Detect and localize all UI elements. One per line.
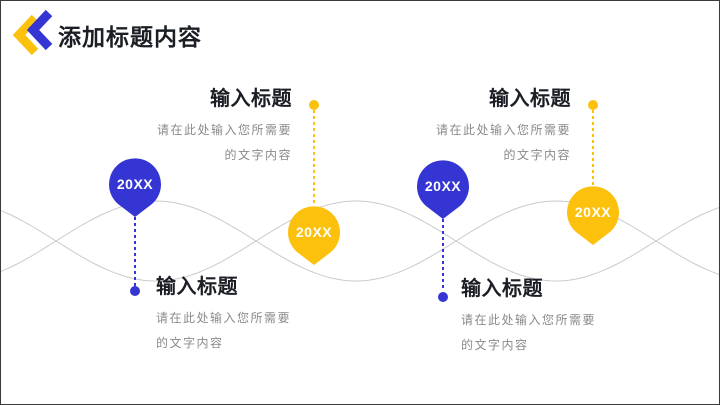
item3-dot [438, 292, 448, 302]
item2-text-block: 输入标题 请在此处输入您所需要 的文字内容 [157, 87, 292, 168]
item4-body-line2: 的文字内容 [503, 148, 571, 162]
item1-body-line2: 的文字内容 [156, 336, 224, 350]
item1-body-line1: 请在此处输入您所需要 [156, 311, 292, 325]
item3-body-line2: 的文字内容 [461, 338, 529, 352]
item3-year: 20XX [424, 178, 462, 194]
balloon-pin-icon [288, 206, 340, 265]
item4-year: 20XX [574, 204, 612, 220]
item2-dot [309, 100, 319, 110]
item4-connector-line [592, 110, 594, 186]
item2-year: 20XX [295, 224, 333, 240]
item2-timeline-pin: 20XX [286, 205, 342, 267]
item3-text-block: 输入标题 请在此处输入您所需要 的文字内容 [461, 277, 596, 358]
item1-dot [130, 286, 140, 296]
wave-a [1, 200, 719, 282]
item4-dot [588, 100, 598, 110]
item4-text-block: 输入标题 请在此处输入您所需要 的文字内容 [436, 87, 571, 168]
item1-heading: 输入标题 [156, 276, 238, 298]
balloon-pin-icon [567, 186, 619, 245]
item4-body-line1: 请在此处输入您所需要 [435, 123, 571, 137]
item3-body: 请在此处输入您所需要 的文字内容 [461, 308, 596, 358]
item2-body: 请在此处输入您所需要 的文字内容 [157, 118, 292, 168]
item2-body-line2: 的文字内容 [224, 148, 292, 162]
item2-connector-line [313, 110, 315, 206]
item3-body-line1: 请在此处输入您所需要 [461, 313, 597, 327]
balloon-pin-icon [417, 160, 469, 219]
item1-timeline-pin: 20XX [107, 157, 163, 219]
double-chevron-left-icon [13, 9, 53, 55]
balloon-pin-icon [109, 158, 161, 217]
page-title: 添加标题内容 [58, 24, 202, 50]
item2-body-line1: 请在此处输入您所需要 [156, 123, 292, 137]
item2-heading: 输入标题 [210, 88, 292, 110]
item1-connector-line [134, 217, 136, 287]
item1-text-block: 输入标题 请在此处输入您所需要 的文字内容 [156, 275, 291, 356]
item4-timeline-pin: 20XX [565, 185, 621, 247]
item1-year: 20XX [116, 176, 154, 192]
item4-heading: 输入标题 [489, 88, 571, 110]
item1-body: 请在此处输入您所需要 的文字内容 [156, 306, 291, 356]
item3-timeline-pin: 20XX [415, 159, 471, 221]
item3-heading: 输入标题 [461, 278, 543, 300]
item3-connector-line [442, 219, 444, 291]
item4-body: 请在此处输入您所需要 的文字内容 [436, 118, 571, 168]
